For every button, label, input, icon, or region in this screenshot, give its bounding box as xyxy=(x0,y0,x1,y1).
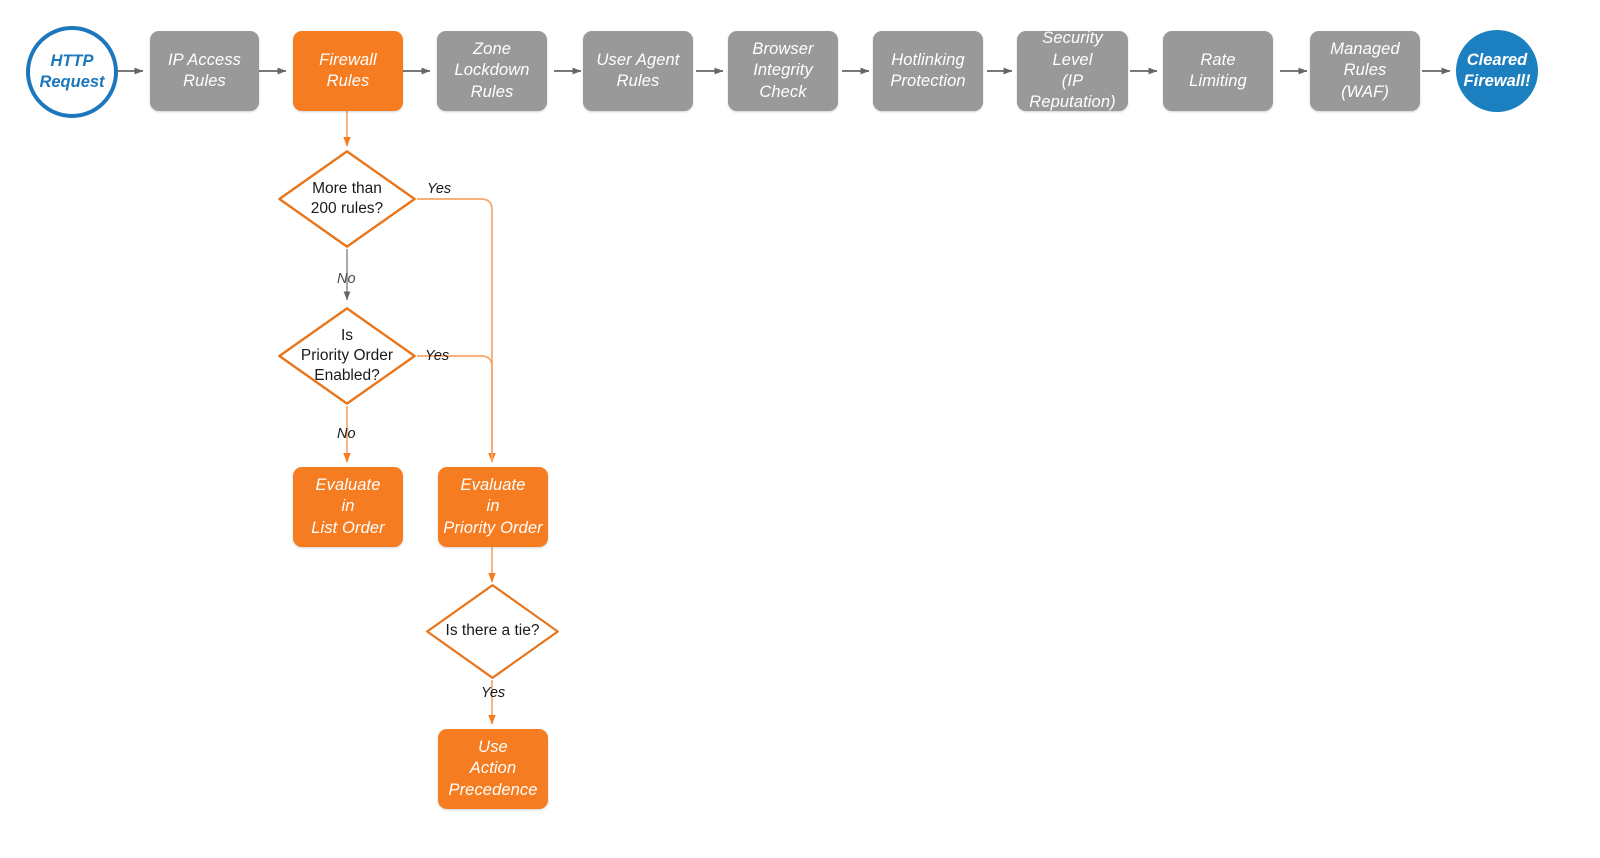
diamond-shape xyxy=(278,307,416,405)
node-label: Rate Limiting xyxy=(1189,50,1247,90)
node-label: Browser Integrity Check xyxy=(752,40,814,101)
node-label: Evaluate in List Order xyxy=(311,476,385,537)
node-label: Use Action Precedence xyxy=(448,738,538,799)
node-zone-lockdown-rules[interactable]: Zone Lockdown Rules xyxy=(437,31,547,111)
node-firewall-rules[interactable]: Firewall Rules xyxy=(293,31,403,111)
node-browser-integrity-check[interactable]: Browser Integrity Check xyxy=(728,31,838,111)
node-label: More than 200 rules? xyxy=(310,179,384,217)
node-more-than-200-rules[interactable]: More than 200 rules? xyxy=(277,149,417,249)
diamond-shape xyxy=(278,150,416,248)
node-managed-rules-waf[interactable]: Managed Rules (WAF) xyxy=(1310,31,1420,111)
diamond-shape xyxy=(426,584,559,679)
node-label: IP Access Rules xyxy=(167,50,242,90)
edge-decision1-yes xyxy=(417,198,496,463)
node-label: Is Priority Order Enabled? xyxy=(300,326,394,385)
node-priority-order-enabled[interactable]: Is Priority Order Enabled? xyxy=(277,306,417,406)
edge-label-rules-yes: Yes xyxy=(427,181,452,197)
edge-decision2-yes xyxy=(417,355,493,462)
edge-label-rules-no: No xyxy=(337,271,356,287)
node-label: Firewall Rules xyxy=(319,50,377,90)
node-user-agent-rules[interactable]: User Agent Rules xyxy=(583,31,693,111)
node-label: Managed Rules (WAF) xyxy=(1330,40,1400,101)
node-label: Zone Lockdown Rules xyxy=(454,40,530,101)
node-label: Hotlinking Protection xyxy=(890,50,966,90)
node-http-request[interactable]: HTTP Request xyxy=(26,26,118,118)
node-label: Cleared Firewall! xyxy=(1463,51,1531,90)
node-security-level[interactable]: Security Level (IP Reputation) xyxy=(1017,29,1128,112)
node-label: Evaluate in Priority Order xyxy=(443,476,543,537)
node-hotlinking-protection[interactable]: Hotlinking Protection xyxy=(873,31,983,111)
node-evaluate-in-list-order[interactable]: Evaluate in List Order xyxy=(293,467,403,547)
edge-label-tie-yes: Yes xyxy=(481,685,506,701)
node-label: User Agent Rules xyxy=(596,50,680,90)
node-label: HTTP Request xyxy=(39,52,105,91)
node-is-there-a-tie[interactable]: Is there a tie? xyxy=(425,583,560,680)
node-rate-limiting[interactable]: Rate Limiting xyxy=(1163,31,1273,111)
node-label: Security Level (IP Reputation) xyxy=(1029,29,1116,112)
edge-label-priority-yes: Yes xyxy=(425,348,450,364)
node-evaluate-in-priority-order[interactable]: Evaluate in Priority Order xyxy=(438,467,548,547)
node-cleared-firewall[interactable]: Cleared Firewall! xyxy=(1456,30,1538,112)
node-use-action-precedence[interactable]: Use Action Precedence xyxy=(438,729,548,809)
node-ip-access-rules[interactable]: IP Access Rules xyxy=(150,31,259,111)
node-label: Is there a tie? xyxy=(445,622,540,640)
edge-label-priority-no: No xyxy=(337,426,356,442)
